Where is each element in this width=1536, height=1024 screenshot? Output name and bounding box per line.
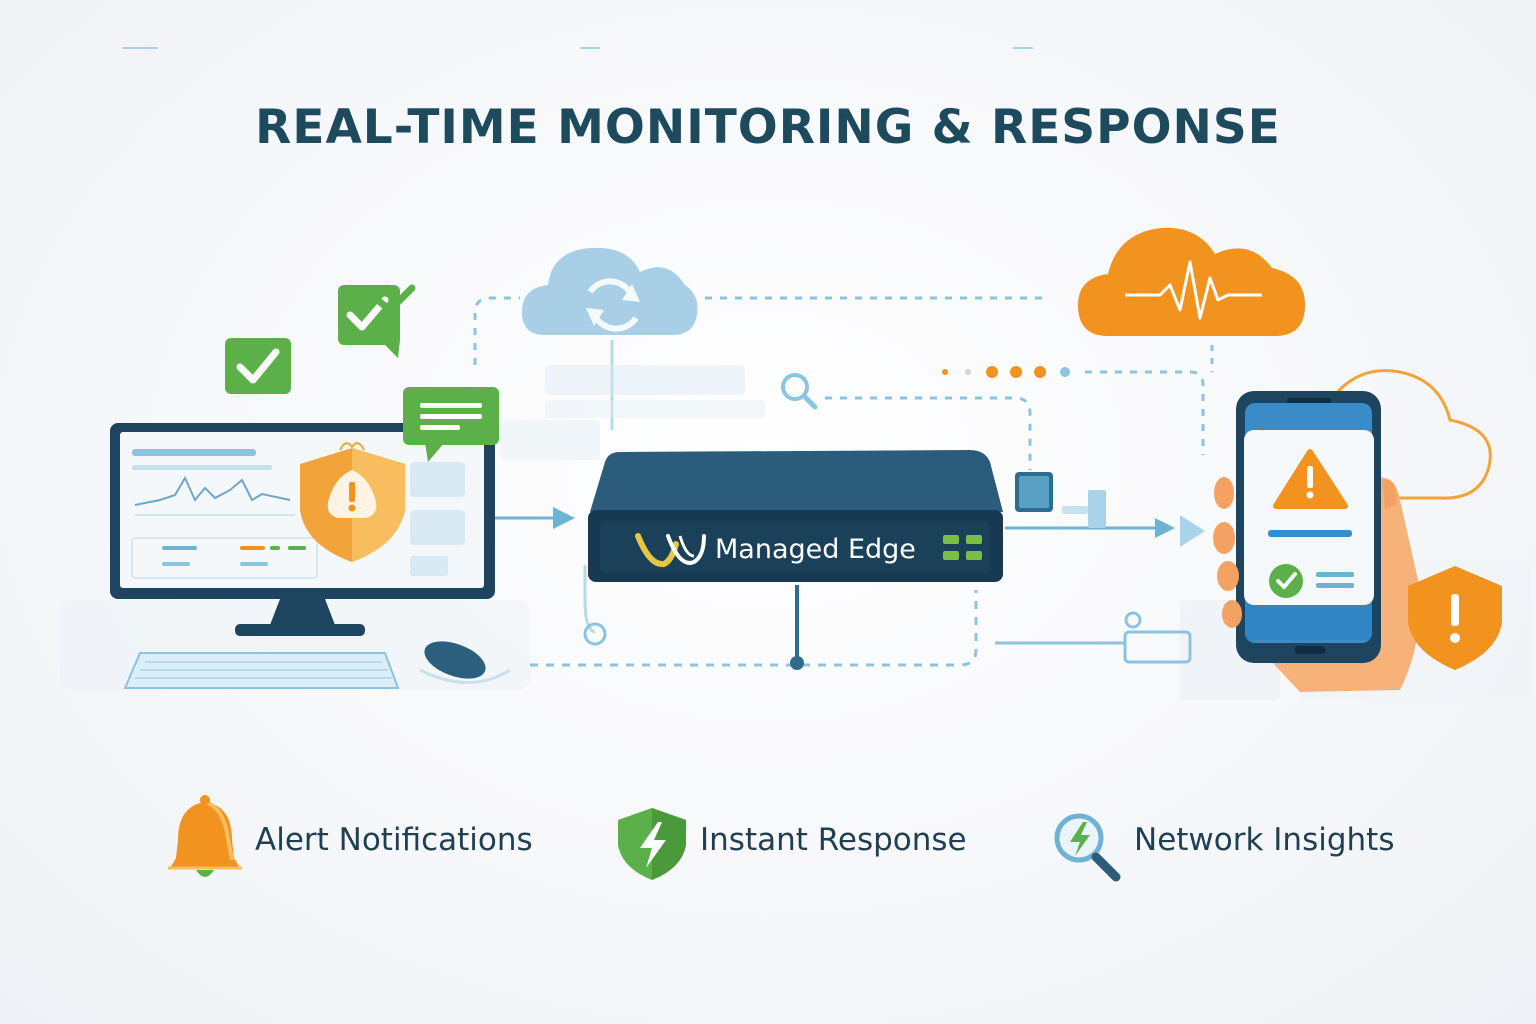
warning-shield-icon	[1408, 566, 1502, 670]
desktop-computer-icon	[110, 423, 511, 689]
connector-icon	[583, 472, 1192, 670]
search-icon	[781, 373, 818, 410]
signal-dots	[942, 366, 1070, 378]
warning-shield-icon	[300, 442, 405, 562]
check-badge-icon	[225, 338, 291, 394]
bell-icon	[168, 795, 242, 877]
flow-arrows	[553, 507, 1205, 547]
page-title: REAL-TIME MONITORING & RESPONSE	[255, 100, 1281, 155]
legend-divider	[1013, 47, 1033, 49]
legend-label: Network Insights	[1134, 822, 1395, 858]
managed-edge-logo	[635, 533, 706, 568]
connection-line	[473, 296, 520, 365]
legend-label: Instant Response	[700, 822, 967, 858]
magnifier-icon	[1054, 813, 1121, 882]
managed-edge-device: Managed Edge	[588, 450, 1003, 582]
smartphone-alert-icon	[1213, 391, 1420, 692]
connection-line	[1333, 369, 1492, 500]
connection-lines	[473, 296, 1492, 667]
legend-divider	[122, 47, 158, 49]
device-label: Managed Edge	[715, 534, 916, 565]
check-chat-icon	[338, 284, 416, 358]
connection-line	[530, 590, 978, 667]
cloud-sync-icon	[522, 247, 698, 335]
lightning-shield-icon	[618, 808, 686, 880]
arrow-right-icon	[553, 507, 575, 529]
arrow-right-icon	[1180, 515, 1205, 547]
message-bubble-icon	[403, 387, 499, 462]
connection-line	[825, 396, 1032, 470]
connection-line	[583, 565, 596, 634]
legend-divider	[580, 47, 600, 49]
cloud-heartbeat-icon	[1078, 227, 1305, 336]
arrow-right-icon	[1155, 518, 1175, 538]
legend-label: Alert Notifications	[255, 822, 533, 858]
status-lights	[943, 535, 982, 560]
connection-line	[1085, 370, 1205, 455]
